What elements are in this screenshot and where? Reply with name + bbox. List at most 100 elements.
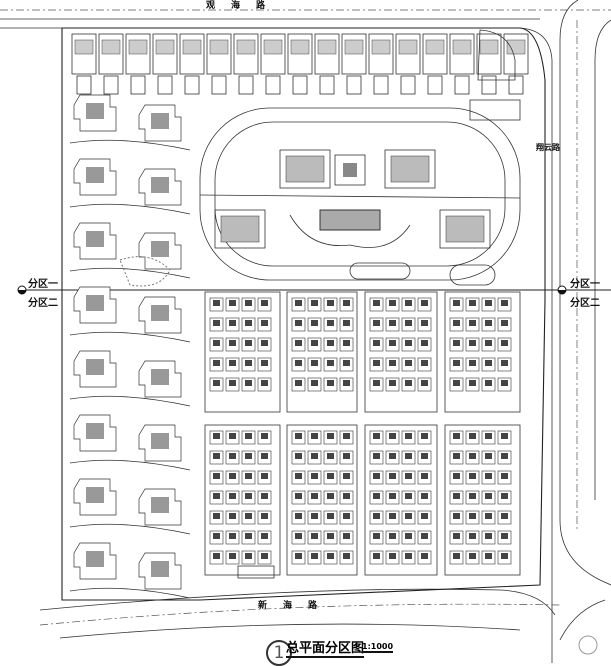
townhouse-roof — [501, 433, 508, 439]
townhouse-roof — [469, 473, 476, 479]
townhouse-roof — [501, 473, 508, 479]
ring-road-inner — [214, 121, 506, 267]
townhouse-roof — [245, 360, 252, 366]
townhouse-roof — [389, 320, 396, 326]
townhouse-roof — [469, 533, 476, 539]
townhouse-roof — [229, 473, 236, 479]
townhouse-garden — [454, 75, 470, 95]
townhouse-roof — [421, 513, 428, 519]
townhouse-garden — [373, 75, 389, 95]
townhouse-roof — [245, 453, 252, 459]
townhouse-roof — [261, 433, 268, 439]
townhouse-unit — [152, 33, 178, 75]
villa-roof — [86, 103, 104, 119]
townhouse-unit — [260, 33, 286, 75]
townhouse-roof — [453, 453, 460, 459]
townhouse-roof — [245, 533, 252, 539]
townhouse-roof — [421, 340, 428, 346]
townhouse-roof — [421, 433, 428, 439]
townhouse-roof — [263, 39, 283, 55]
townhouse-block — [444, 424, 521, 576]
villa-roof — [151, 433, 169, 449]
villa-driveway — [69, 331, 191, 343]
townhouse-roof — [295, 493, 302, 499]
townhouse-roof — [453, 513, 460, 519]
townhouse-roof — [479, 39, 499, 55]
right-zone1-label: 分区一 — [570, 279, 600, 290]
townhouse-garden — [427, 75, 443, 95]
townhouse-roof — [421, 473, 428, 479]
site-boundary — [61, 27, 546, 601]
townhouse-roof — [229, 380, 236, 386]
villa-roof — [151, 305, 169, 321]
apartment-building — [384, 149, 436, 189]
townhouse-roof — [501, 553, 508, 559]
townhouse-roof — [261, 300, 268, 306]
townhouse-roof — [213, 360, 220, 366]
townhouse-roof — [155, 39, 175, 55]
townhouse-roof — [327, 300, 334, 306]
townhouse-roof — [343, 340, 350, 346]
townhouse-garden — [265, 75, 281, 95]
townhouse-roof — [373, 300, 380, 306]
townhouse-roof — [343, 493, 350, 499]
townhouse-roof — [501, 380, 508, 386]
villa-roof — [86, 551, 104, 567]
townhouse-roof — [182, 39, 202, 55]
townhouse-roof — [389, 513, 396, 519]
townhouse-roof — [485, 473, 492, 479]
townhouse-roof — [373, 533, 380, 539]
landscape-area — [119, 256, 171, 287]
townhouse-roof — [343, 360, 350, 366]
townhouse-roof — [261, 340, 268, 346]
townhouse-roof — [453, 553, 460, 559]
left-zone2-label: 分区二 — [28, 298, 58, 309]
left-zone1-label: 分区一 — [28, 279, 58, 290]
townhouse-block — [286, 424, 358, 576]
townhouse-roof — [295, 553, 302, 559]
townhouse-roof — [261, 513, 268, 519]
townhouse-roof — [389, 533, 396, 539]
townhouse-roof — [245, 320, 252, 326]
drawing-title: 总平面分区图 — [286, 637, 365, 658]
townhouse-roof — [405, 380, 412, 386]
townhouse-roof — [469, 433, 476, 439]
townhouse-block — [444, 291, 521, 413]
villa-roof — [151, 113, 169, 129]
townhouse-roof — [501, 300, 508, 306]
townhouse-roof — [245, 380, 252, 386]
townhouse-roof — [389, 340, 396, 346]
townhouse-roof — [229, 360, 236, 366]
townhouse-roof — [261, 533, 268, 539]
townhouse-roof — [452, 39, 472, 55]
townhouse-roof — [295, 300, 302, 306]
townhouse-unit — [206, 33, 232, 75]
townhouse-roof — [453, 473, 460, 479]
villa-driveway — [69, 139, 191, 151]
apartment-core — [390, 155, 430, 183]
townhouse-roof — [373, 360, 380, 366]
townhouse-roof — [389, 453, 396, 459]
townhouse-unit — [368, 33, 394, 75]
villa-roof — [151, 561, 169, 577]
townhouse-roof — [327, 513, 334, 519]
townhouse-roof — [343, 533, 350, 539]
townhouse-roof — [373, 553, 380, 559]
townhouse-roof — [453, 360, 460, 366]
townhouse-roof — [421, 300, 428, 306]
townhouse-roof — [295, 433, 302, 439]
townhouse-roof — [245, 493, 252, 499]
townhouse-roof — [295, 320, 302, 326]
apartment-core — [445, 215, 485, 243]
apartment-building — [279, 149, 331, 189]
townhouse-roof — [327, 533, 334, 539]
townhouse-roof — [485, 453, 492, 459]
townhouse-roof — [405, 513, 412, 519]
townhouse-roof — [311, 533, 318, 539]
townhouse-roof — [405, 433, 412, 439]
townhouse-roof — [453, 533, 460, 539]
townhouse-roof — [245, 513, 252, 519]
townhouse-roof — [213, 300, 220, 306]
townhouse-roof — [373, 513, 380, 519]
townhouse-block — [204, 291, 281, 413]
